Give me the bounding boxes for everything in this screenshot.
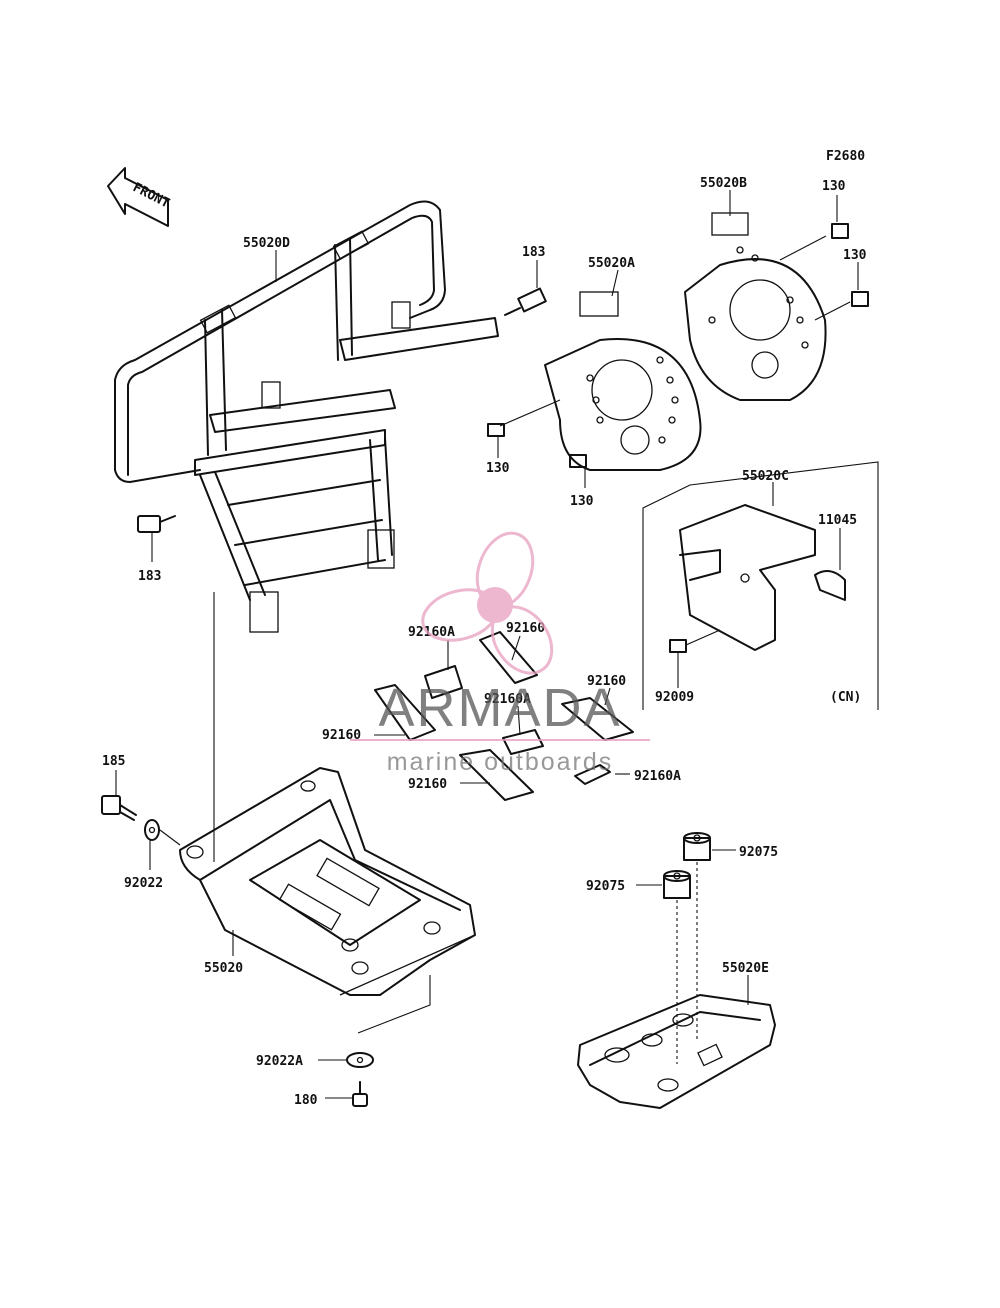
label-92075-lower: 92075 xyxy=(586,879,625,894)
label-92075-upper: 92075 xyxy=(739,845,778,860)
cn-group-bracket xyxy=(642,461,879,710)
bolt-icon-130-c xyxy=(831,223,849,239)
label-92160-2: 92160 xyxy=(587,674,626,689)
label-130-a: 130 xyxy=(486,461,510,476)
bolt-icon-130-b xyxy=(569,454,587,468)
label-92160A-3: 92160A xyxy=(634,769,681,784)
bolt-icon-130-a xyxy=(487,423,505,437)
spacer-icon-92075-lower xyxy=(663,870,691,899)
watermark-brand: ARMADA xyxy=(378,678,621,738)
label-92160A-1: 92160A xyxy=(408,625,455,640)
label-11045: 11045 xyxy=(818,513,857,528)
label-55020: 55020 xyxy=(204,961,243,976)
screw-icon-92009 xyxy=(669,639,687,653)
bolt-icon-185 xyxy=(101,795,137,821)
bolt-icon-183-upper xyxy=(504,287,547,316)
front-label: FRONT xyxy=(130,180,172,211)
leader-plate-bottom xyxy=(357,975,431,1034)
label-55020D: 55020D xyxy=(243,236,290,251)
label-55020C: 55020C xyxy=(742,469,789,484)
label-55020A: 55020A xyxy=(588,256,635,271)
clamp-icon-11045 xyxy=(814,570,846,601)
label-55020B: 55020B xyxy=(700,176,747,191)
label-183-upper: 183 xyxy=(522,245,545,260)
label-92022A: 92022A xyxy=(256,1054,303,1069)
label-183-lower: 183 xyxy=(138,569,161,584)
label-130-d: 130 xyxy=(843,248,867,263)
watermark-tagline: marine outboards xyxy=(387,748,614,776)
washer-icon-92022A xyxy=(346,1052,374,1068)
label-55020E: 55020E xyxy=(722,961,769,976)
plate-55020E xyxy=(577,994,776,1109)
label-180: 180 xyxy=(294,1093,318,1108)
spacer-icon-92075-upper xyxy=(683,832,711,861)
front-arrow-icon: FRONT xyxy=(107,167,172,227)
label-92160-1: 92160 xyxy=(506,621,545,636)
skid-plate-55020 xyxy=(179,767,476,996)
armada-watermark-logo xyxy=(421,531,554,675)
label-92160A-2: 92160A xyxy=(484,692,531,707)
label-130-b: 130 xyxy=(570,494,594,509)
bolt-icon-183-lower xyxy=(137,515,176,533)
bolt-icon-130-d xyxy=(851,291,869,307)
front-guard-55020D xyxy=(114,200,499,633)
bolt-icon-180 xyxy=(352,1081,368,1107)
disc-guard-55020B xyxy=(684,212,827,401)
cover-55020C xyxy=(679,504,816,651)
label-cn: (CN) xyxy=(830,690,861,705)
label-92009: 92009 xyxy=(655,690,694,705)
label-185: 185 xyxy=(102,754,125,769)
label-92160-4: 92160 xyxy=(408,777,447,792)
washer-icon-92022 xyxy=(144,819,160,841)
disc-guard-55020A xyxy=(544,291,702,471)
label-130-c: 130 xyxy=(822,179,846,194)
label-92022: 92022 xyxy=(124,876,163,891)
figure-id: F2680 xyxy=(826,149,865,164)
